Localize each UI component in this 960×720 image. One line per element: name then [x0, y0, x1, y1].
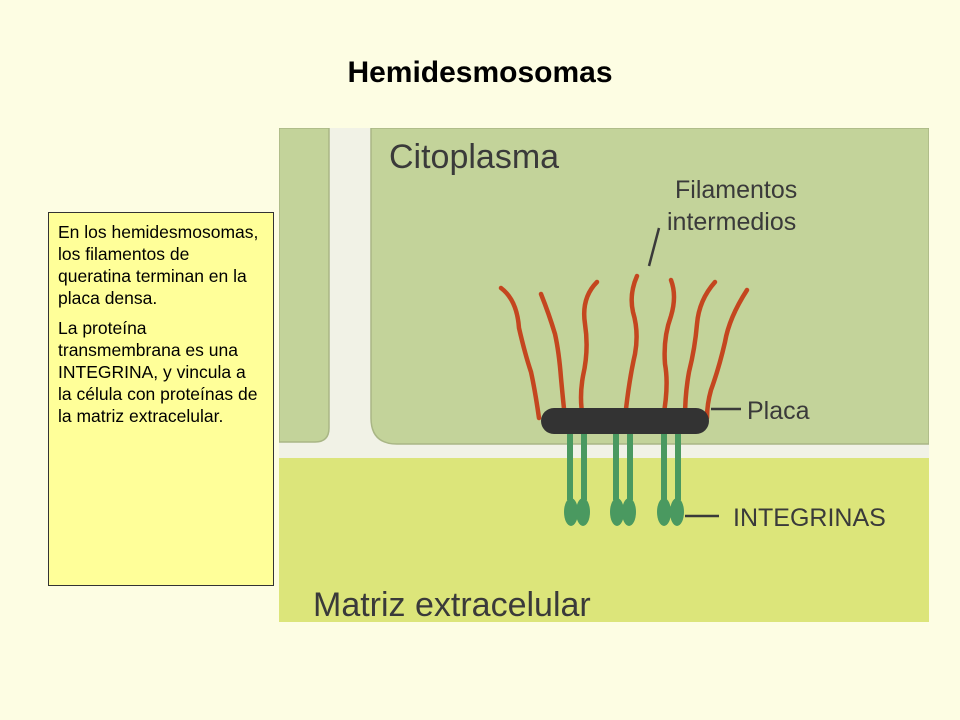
intermediate-filaments	[498, 273, 750, 421]
label-placa: Placa	[747, 397, 810, 425]
label-matriz-extracelular: Matriz extracelular	[313, 586, 591, 622]
hemidesmosome-diagram: Citoplasma Filamentos intermedios Placa	[279, 128, 929, 622]
label-citoplasma: Citoplasma	[389, 138, 559, 176]
label-filamentos-line1: Filamentos	[675, 176, 797, 204]
cytoplasm-region	[370, 128, 929, 445]
explanation-note: En los hemidesmosomas, los filamentos de…	[48, 212, 274, 586]
page-title: Hemidesmosomas	[347, 56, 613, 89]
note-paragraph-integrin: La proteína transmembrana es una INTEGRI…	[58, 318, 258, 426]
filament-2	[538, 291, 568, 421]
integrins	[564, 434, 684, 526]
left-cell	[279, 128, 330, 443]
filament-4	[622, 273, 640, 421]
filament-1	[498, 285, 542, 421]
filament-3	[578, 279, 600, 421]
filamentos-pointer-line	[647, 227, 661, 267]
integrin-2	[610, 434, 636, 526]
integrin-1	[564, 434, 590, 526]
dense-plaque	[541, 408, 709, 434]
filament-7	[704, 287, 750, 421]
note-paragraph-keratin: En los hemidesmosomas, los filamentos de…	[58, 222, 259, 308]
label-integrinas: INTEGRINAS	[733, 504, 886, 532]
label-filamentos-line2: intermedios	[667, 208, 796, 236]
integrin-3	[657, 434, 684, 526]
filament-6	[682, 279, 718, 421]
filament-5	[660, 277, 677, 421]
